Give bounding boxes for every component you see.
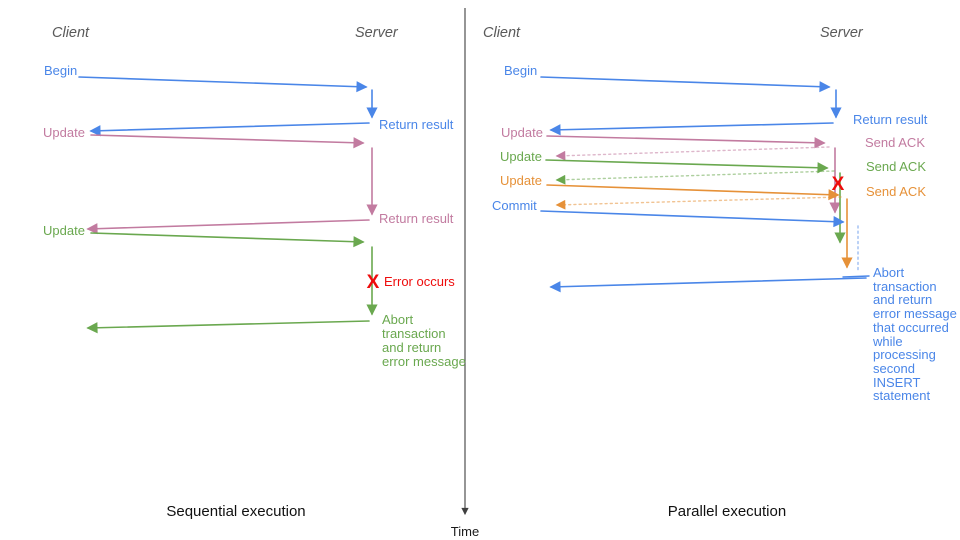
right-commit-label: Commit (492, 198, 537, 213)
right-panel-title: Parallel execution (668, 503, 786, 520)
right-send-ack2-label: Send ACK (866, 159, 926, 174)
right-send-ack3-label: Send ACK (866, 184, 926, 199)
right-abort-line: second (873, 361, 915, 376)
right-abort-line: and return (873, 292, 932, 307)
right-abort-text-block: Abort transaction and return error messa… (872, 265, 957, 403)
right-update3-label: Update (500, 173, 542, 188)
right-update2-request-arrow (545, 159, 829, 174)
right-update3-request-arrow (546, 184, 840, 201)
right-abort-line: while (872, 334, 903, 349)
left-begin-label: Begin (44, 63, 77, 78)
left-abort-line: Abort (382, 312, 413, 327)
left-abort-text-block: Abort transaction and return error messa… (382, 312, 466, 369)
right-abort-line: that occurred (873, 320, 949, 335)
right-begin-request-arrow (540, 76, 831, 93)
left-abort-line: transaction (382, 326, 446, 341)
right-ack3-dashed-arrow (555, 196, 842, 210)
right-error-x-icon: X (832, 174, 845, 195)
left-abort-line: error message (382, 354, 466, 369)
right-abort-line: statement (873, 388, 930, 403)
right-send-ack1-label: Send ACK (865, 135, 925, 150)
left-update1-label: Update (43, 125, 85, 140)
left-server-heading: Server (355, 25, 399, 41)
left-client-heading: Client (52, 25, 90, 41)
time-axis-label: Time (451, 524, 479, 539)
right-client-heading: Client (483, 25, 521, 41)
right-commit-request-arrow (540, 210, 845, 228)
left-error-label: Error occurs (384, 274, 455, 289)
right-update1-label: Update (501, 125, 543, 140)
time-axis: Time (451, 8, 479, 539)
right-abort-line: processing (873, 347, 936, 362)
right-abort-line: transaction (873, 279, 937, 294)
right-ack2-dashed-arrow (555, 170, 835, 185)
right-abort-line: INSERT (873, 375, 920, 390)
left-abort-return-arrow (86, 320, 370, 334)
left-return-result-label-2: Return result (379, 211, 454, 226)
right-abort-line: Abort (873, 265, 904, 280)
right-return-result-label: Return result (853, 112, 928, 127)
left-panel-title: Sequential execution (166, 503, 305, 520)
left-update2-label: Update (43, 223, 85, 238)
right-abort-connector-line (842, 275, 870, 278)
left-return-result-arrow-1 (89, 122, 370, 137)
left-update1-request-arrow (90, 134, 365, 149)
left-abort-line: and return (382, 340, 441, 355)
right-abort-return-arrow (549, 277, 867, 293)
left-update2-request-arrow (90, 232, 365, 248)
right-update1-request-arrow (546, 135, 826, 149)
left-begin-request-arrow (78, 76, 368, 93)
sequential-panel: Client Server Begin Return result Update… (43, 25, 466, 520)
right-update2-label: Update (500, 149, 542, 164)
left-return-result-label-1: Return result (379, 117, 454, 132)
right-abort-line: error message (873, 306, 957, 321)
right-server-heading: Server (820, 25, 864, 41)
right-begin-label: Begin (504, 63, 537, 78)
left-error-x-icon: X (367, 272, 380, 293)
right-return-result-arrow (549, 122, 834, 136)
left-return-result-arrow-2 (86, 219, 370, 235)
parallel-panel: Client Server Begin Return result Update… (483, 25, 957, 520)
right-ack1-dashed-arrow (555, 146, 830, 161)
